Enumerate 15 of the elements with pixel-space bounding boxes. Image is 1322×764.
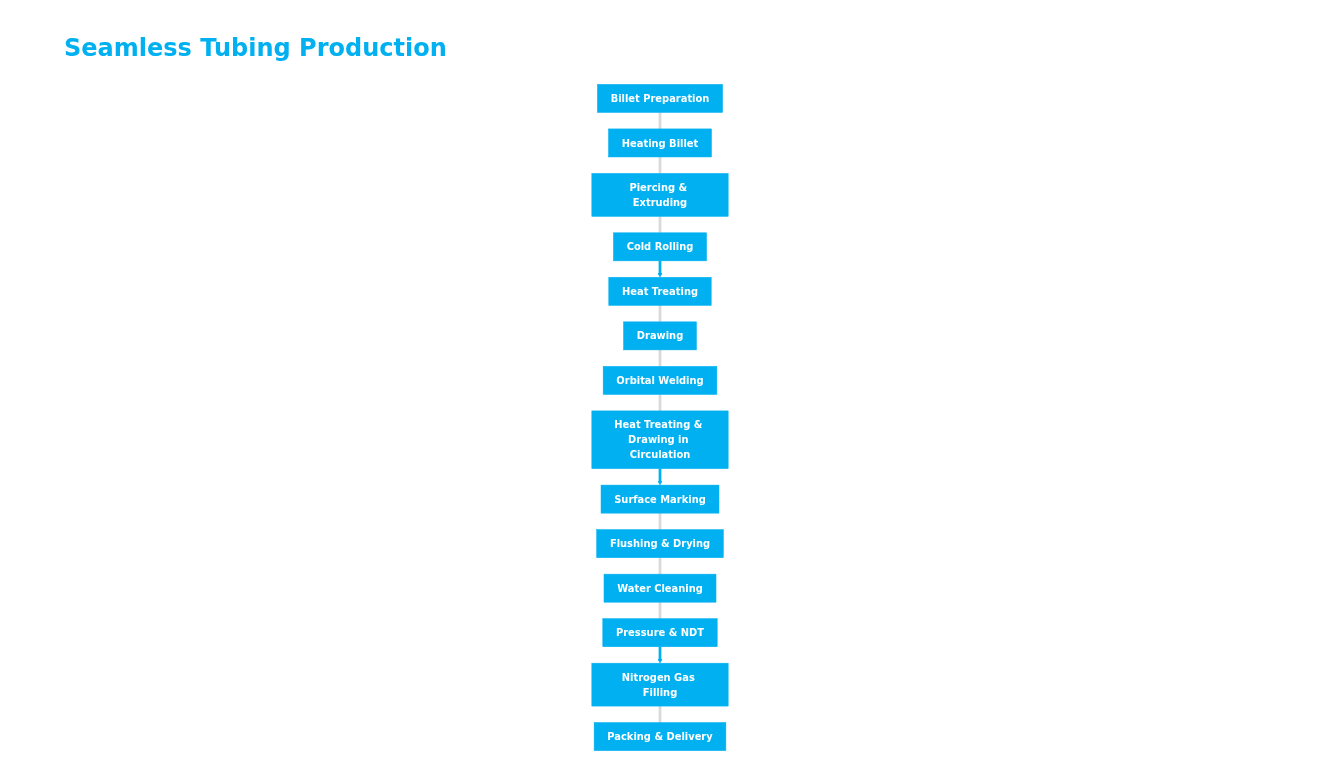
node-box: Piercing & Extruding bbox=[591, 173, 729, 217]
node-box: Heat Treating & Drawing in Circulation bbox=[591, 410, 729, 469]
node-box: Drawing bbox=[623, 321, 697, 351]
node-box: Heat Treating bbox=[608, 277, 712, 306]
node-box: Surface Marking bbox=[600, 484, 720, 514]
node-box: Heating Billet bbox=[608, 128, 712, 158]
node-box: Orbital Welding bbox=[602, 366, 718, 395]
diagram-title: Seamless Tubing Production bbox=[64, 34, 447, 62]
node-box: Pressure & NDT bbox=[602, 618, 718, 647]
node-box: Flushing & Drying bbox=[596, 529, 724, 558]
node-box: Nitrogen Gas Filling bbox=[591, 662, 729, 707]
node-box: Billet Preparation bbox=[597, 84, 723, 113]
node-box: Cold Rolling bbox=[613, 232, 707, 262]
node-box: Water Cleaning bbox=[603, 573, 717, 603]
node-box: Packing & Delivery bbox=[593, 722, 727, 751]
